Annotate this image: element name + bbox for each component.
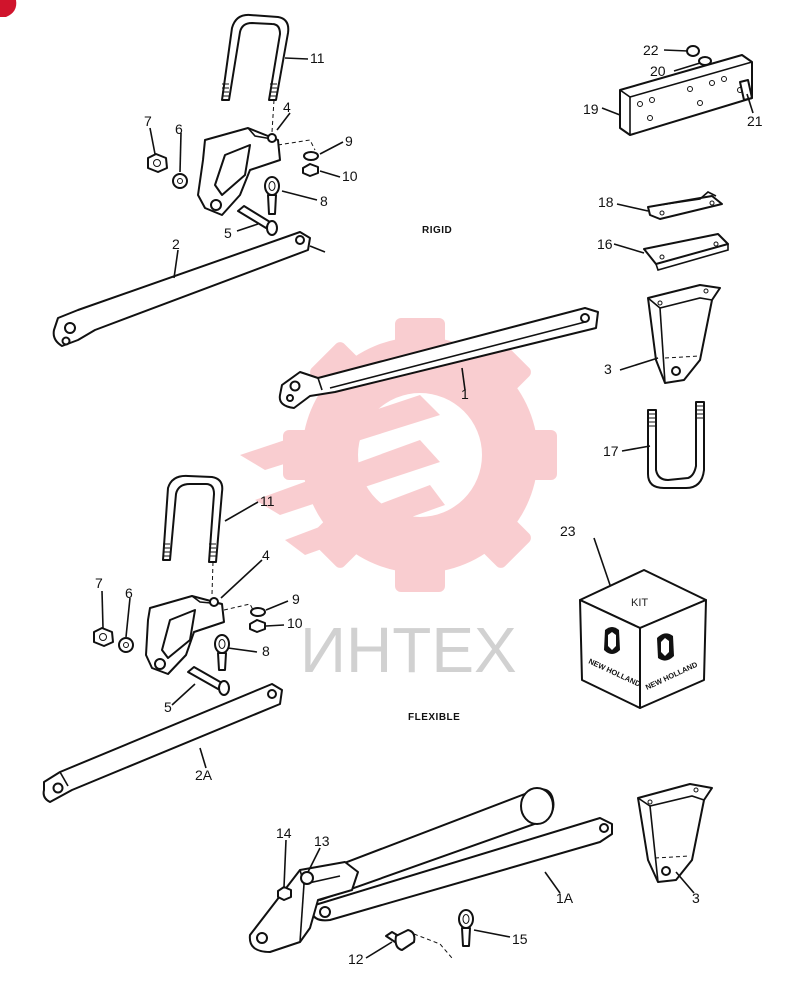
callout-c-7-bot: 7 [95,575,103,591]
callout-c-15: 15 [512,931,528,947]
callout-c-18: 18 [598,194,614,210]
washer-6-bottom [118,637,134,653]
clip-18 [647,191,723,220]
callout-c-22: 22 [643,42,659,58]
callout-c-9-bot: 9 [292,591,300,607]
eyebolt-8-top [264,176,280,215]
callout-c-3-bot: 3 [692,890,700,906]
callout-c-6-bot: 6 [125,585,133,601]
callout-c-10-top: 10 [342,168,358,184]
callout-c-1a: 1A [556,890,574,906]
callout-c-10-bot: 10 [287,615,303,631]
lockwasher-9-top [303,151,319,161]
callout-c-11-top: 11 [310,50,325,66]
callout-c-19: 19 [583,101,599,117]
u-bolt-11-top [221,13,290,133]
arm-2a [42,683,283,803]
callout-c-4-top: 4 [283,99,291,115]
leader-dash-bottom [223,603,256,615]
nut-7-bottom [93,627,114,647]
pin-12 [385,929,416,951]
callout-c-21: 21 [747,113,763,129]
bracket-3-top [647,284,721,384]
callout-c-17: 17 [603,443,619,459]
nut-10-bottom [249,619,266,633]
callout-c-7-top: 7 [144,113,152,129]
nut-14 [277,886,292,901]
callout-c-11-bot: 11 [260,493,275,509]
section-label-flexible: FLEXIBLE [408,712,460,723]
bracket-3-bottom [637,783,713,883]
washer-6-top [172,173,188,189]
callout-c-5-bot: 5 [164,699,172,715]
eyebolt-15 [458,909,474,947]
kit-box: KIT NEW HOLLAND NEW HOLLAND [579,569,707,709]
callout-c-12: 12 [348,951,364,967]
kit-label: KIT [631,597,648,609]
pin-5-top [237,205,278,236]
callout-c-8-bot: 8 [262,643,270,659]
u-bolt-17 [647,401,705,489]
arm-1 [278,307,599,409]
callout-c-4-bot: 4 [262,547,270,563]
callout-c-6-top: 6 [175,121,183,137]
callout-c-5-top: 5 [224,225,232,241]
plate-16 [643,233,729,271]
callout-c-13: 13 [314,833,330,849]
callout-c-14: 14 [276,825,292,841]
leader-dash-pin [413,933,453,959]
callout-c-2-top: 2 [172,236,180,252]
hinge-yoke [248,861,359,953]
nut-10-top [302,163,319,177]
corner-marker [0,0,17,17]
arm-1a-upper [299,787,555,901]
section-label-rigid: RIGID [422,225,452,236]
arm-2-top [52,231,326,347]
u-bolt-11-bottom [162,474,224,595]
callout-c-16: 16 [597,236,613,252]
watermark-text: ИНТЕХ [300,614,517,686]
callout-c-3-top: 3 [604,361,612,377]
callout-c-8-top: 8 [320,193,328,209]
watermark-logo [240,318,557,592]
callout-c-1: 1 [461,386,469,402]
callout-c-9-top: 9 [345,133,353,149]
eyebolt-8-bottom [214,634,230,671]
leader-lines [101,49,754,959]
leader-dash-top [277,139,316,151]
callout-c-20: 20 [650,63,666,79]
callout-c-23: 23 [560,523,576,539]
bracket-4-bottom [145,595,225,675]
bolt-21 [739,79,753,101]
bracket-4-top [197,127,281,216]
callout-c-2a: 2A [195,767,213,783]
nut-22 [686,45,700,57]
lockwasher-9-bottom [250,607,266,617]
pin-5-bottom [187,666,230,696]
nut-7-top [147,153,168,173]
